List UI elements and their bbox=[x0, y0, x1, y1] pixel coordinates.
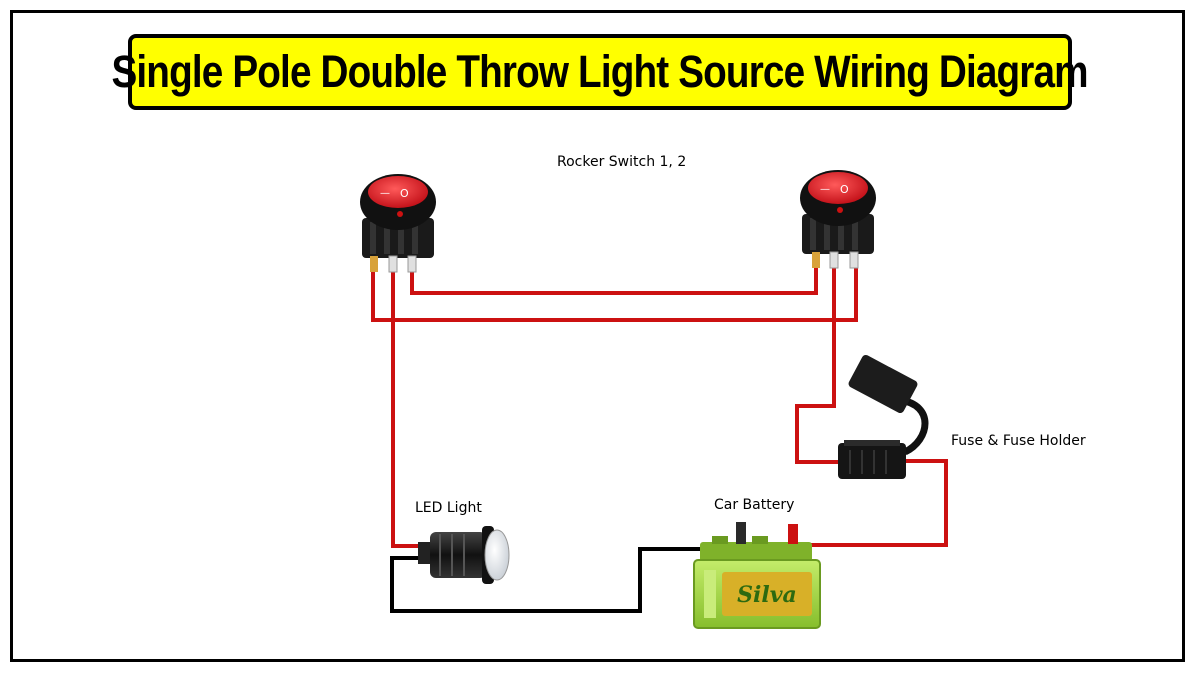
fuse-label: Fuse & Fuse Holder bbox=[951, 433, 1086, 449]
terminal-1 bbox=[370, 256, 378, 272]
fuse-cap-strap bbox=[899, 396, 929, 456]
battery-terminal-negative bbox=[736, 522, 746, 544]
fuse-cap bbox=[848, 354, 918, 414]
battery-label-text: Car Battery bbox=[714, 497, 795, 513]
battery-label bbox=[722, 572, 812, 616]
switch-rocker bbox=[368, 176, 428, 208]
led-label: LED Light bbox=[415, 500, 482, 516]
switch-mark-off: O bbox=[400, 187, 409, 200]
wire-switch1-left bbox=[371, 266, 858, 322]
terminal-3 bbox=[849, 251, 859, 269]
led-light bbox=[418, 526, 510, 584]
switch-mark-off: O bbox=[840, 183, 849, 196]
fuse-body bbox=[838, 443, 906, 479]
rocker-switch-1: — O bbox=[360, 174, 436, 273]
rocker-switch-label: Rocker Switch 1, 2 bbox=[557, 154, 687, 170]
fuse-holder bbox=[838, 354, 929, 479]
wire-fuse-to-battery bbox=[806, 459, 948, 547]
title-banner: Single Pole Double Throw Light Source Wi… bbox=[112, 34, 1089, 110]
diagram-frame bbox=[10, 10, 1185, 662]
terminal-2 bbox=[829, 251, 839, 269]
terminal-3 bbox=[407, 255, 417, 273]
negative-wire bbox=[390, 547, 740, 613]
positive-wires bbox=[371, 266, 948, 548]
wire-switch1-right-to-switch2 bbox=[410, 266, 818, 295]
led-housing bbox=[430, 532, 486, 578]
diagram-title: Single Pole Double Throw Light Source Wi… bbox=[111, 46, 1089, 97]
rocker-switch-2: — O bbox=[800, 170, 876, 269]
terminal-1 bbox=[812, 252, 820, 268]
battery-brand: Silva bbox=[737, 582, 797, 608]
battery-vent-1 bbox=[712, 536, 728, 544]
wire-switch2-mid-to-fuse bbox=[795, 266, 840, 464]
battery-vent-2 bbox=[752, 536, 768, 544]
battery-terminal-positive bbox=[788, 524, 798, 544]
wire-switch1-mid-to-led bbox=[391, 270, 424, 548]
switch-rocker bbox=[808, 172, 868, 204]
led-connector bbox=[418, 542, 432, 564]
switch-mark-on: — bbox=[820, 184, 830, 195]
battery-top bbox=[700, 542, 812, 562]
led-lens bbox=[484, 529, 510, 581]
car-battery: Silva bbox=[693, 522, 821, 629]
switch-mark-on: — bbox=[380, 188, 390, 199]
wire-led-to-battery-negative bbox=[390, 547, 740, 613]
terminal-2 bbox=[388, 255, 398, 273]
